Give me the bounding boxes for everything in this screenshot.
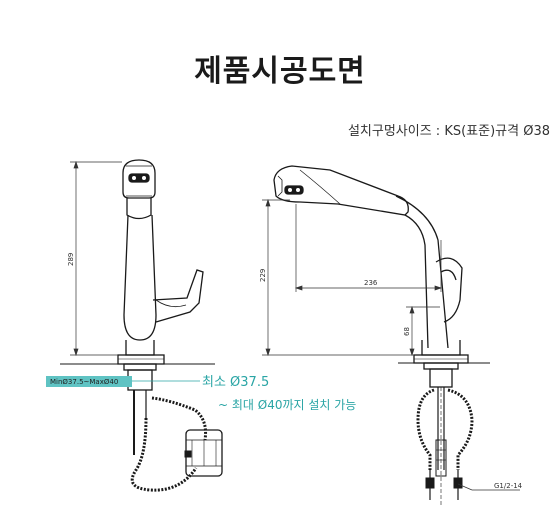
page-title: 제품시공도면 (194, 54, 366, 89)
side-view-faucet (273, 165, 490, 505)
front-view-hose (130, 396, 223, 492)
side-height-label: 229 (259, 269, 267, 282)
connector-label: G1/2-14 (494, 482, 523, 490)
side-height-dimension (262, 198, 414, 357)
side-view-hoses (416, 388, 474, 500)
front-height-label: 289 (67, 253, 75, 266)
spout-reach-label: 236 (364, 279, 378, 287)
front-height-dimension (70, 160, 122, 357)
min-max-indicator (46, 376, 200, 387)
handle-height-label: 68 (403, 327, 411, 336)
front-view-faucet (60, 159, 215, 455)
max-install-note: ~ 최대 Ø40까지 설치 가능 (218, 398, 356, 412)
spout-reach-dimension (294, 204, 443, 292)
handle-height-dimension (406, 305, 440, 357)
min-install-note: 최소 Ø37.5 (202, 375, 269, 390)
connector-leader (457, 483, 520, 491)
min-max-label: MinØ37.5~MaxØ40 (50, 378, 118, 386)
hole-size-spec: 설치구멍사이즈 : KS(표준)규격 Ø38 (347, 124, 550, 139)
